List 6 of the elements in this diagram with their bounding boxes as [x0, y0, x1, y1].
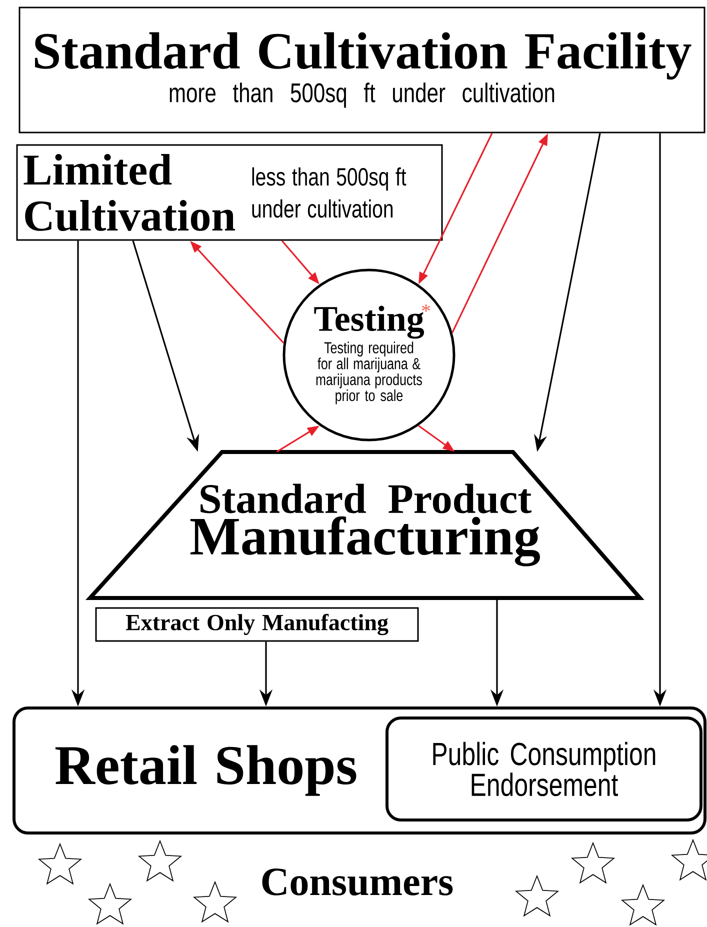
facility-box: Standard Cultivation Facility more than 500sq ft under cultivation — [18, 6, 706, 134]
consumers-text: Consumers — [262, 868, 453, 896]
cultivation-box: Limited Cultivation less than 500sq ft under cultivation — [16, 144, 443, 241]
endorsement-box: Public Consumption Endorsement — [386, 716, 702, 822]
asterisk: * — [422, 304, 430, 312]
extract-box: Extract Only Manufacting — [95, 607, 419, 642]
